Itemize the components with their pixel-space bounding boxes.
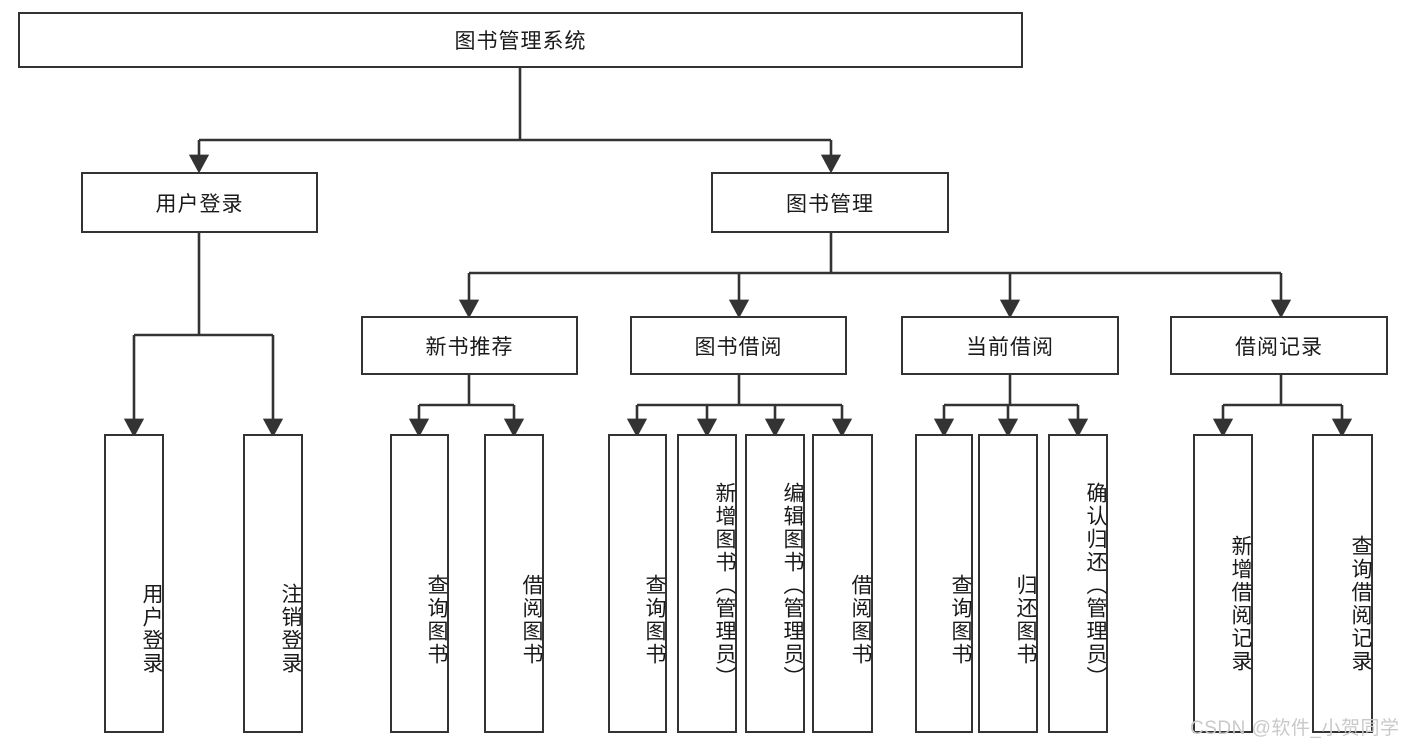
node-user-login-label: 用户登录 bbox=[155, 192, 244, 216]
node-root-label: 图书管理系统 bbox=[454, 30, 587, 53]
node-new-book-recommend[interactable]: 新书推荐 bbox=[361, 316, 578, 375]
leaf-new-book-2[interactable]: 借阅图书 bbox=[484, 434, 544, 733]
node-current-borrow-label: 当前借阅 bbox=[966, 335, 1054, 359]
node-book-borrow-label: 图书借阅 bbox=[694, 335, 783, 359]
leaf-borrow-record-2[interactable]: 查询借阅记录 bbox=[1312, 434, 1373, 733]
leaf-book-borrow-3-label: 编辑图书（管理员） bbox=[781, 482, 804, 689]
csdn-watermark: CSDN @软件_小贺同学 bbox=[1190, 718, 1400, 739]
leaf-current-borrow-3[interactable]: 确认归还（管理员） bbox=[1048, 434, 1108, 733]
leaf-book-borrow-2[interactable]: 新增图书（管理员） bbox=[677, 434, 737, 733]
leaf-book-borrow-4-label: 借阅图书 bbox=[849, 573, 872, 666]
leaf-borrow-record-2-label: 查询借阅记录 bbox=[1349, 534, 1372, 673]
leaf-book-borrow-1-label: 查询图书 bbox=[643, 573, 666, 666]
node-book-manage-label: 图书管理 bbox=[786, 192, 874, 216]
leaf-book-borrow-4[interactable]: 借阅图书 bbox=[812, 434, 873, 733]
node-book-manage[interactable]: 图书管理 bbox=[711, 172, 949, 233]
node-current-borrow[interactable]: 当前借阅 bbox=[901, 316, 1119, 375]
leaf-book-borrow-2-label: 新增图书（管理员） bbox=[713, 482, 736, 689]
leaf-user-login-2-label: 注销登录 bbox=[279, 582, 302, 675]
leaf-current-borrow-1-label: 查询图书 bbox=[949, 573, 972, 666]
leaf-borrow-record-1[interactable]: 新增借阅记录 bbox=[1193, 434, 1253, 733]
leaf-user-login-2[interactable]: 注销登录 bbox=[243, 434, 303, 733]
leaf-current-borrow-2[interactable]: 归还图书 bbox=[978, 434, 1038, 733]
leaf-new-book-1[interactable]: 查询图书 bbox=[390, 434, 449, 733]
leaf-current-borrow-3-label: 确认归还（管理员） bbox=[1084, 482, 1107, 689]
node-borrow-record[interactable]: 借阅记录 bbox=[1170, 316, 1388, 375]
leaf-user-login-1[interactable]: 用户登录 bbox=[104, 434, 164, 733]
leaf-current-borrow-2-label: 归还图书 bbox=[1014, 573, 1037, 666]
leaf-borrow-record-1-label: 新增借阅记录 bbox=[1229, 534, 1252, 673]
node-book-borrow[interactable]: 图书借阅 bbox=[630, 316, 847, 375]
leaf-current-borrow-1[interactable]: 查询图书 bbox=[915, 434, 973, 733]
leaf-new-book-1-label: 查询图书 bbox=[425, 573, 448, 666]
leaf-user-login-1-label: 用户登录 bbox=[140, 582, 163, 675]
leaf-book-borrow-3[interactable]: 编辑图书（管理员） bbox=[745, 434, 805, 733]
node-user-login[interactable]: 用户登录 bbox=[81, 172, 318, 233]
leaf-new-book-2-label: 借阅图书 bbox=[520, 573, 543, 666]
node-root[interactable]: 图书管理系统 bbox=[18, 12, 1023, 68]
leaf-book-borrow-1[interactable]: 查询图书 bbox=[608, 434, 667, 733]
node-new-book-recommend-label: 新书推荐 bbox=[425, 335, 514, 359]
node-borrow-record-label: 借阅记录 bbox=[1235, 335, 1323, 359]
